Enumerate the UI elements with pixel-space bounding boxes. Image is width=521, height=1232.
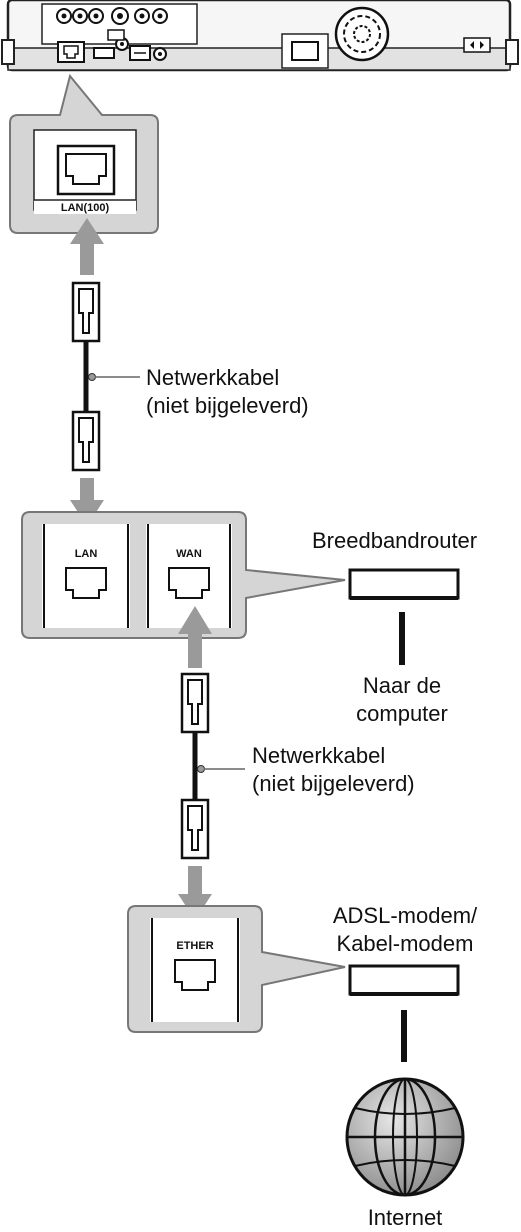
modem-label-line2: Kabel-modem (336, 931, 474, 956)
arrow-up-to-device (70, 218, 104, 275)
cable-bottom-label-line2: (niet bijgeleverd) (252, 771, 415, 796)
av-jacks (56, 7, 168, 61)
router-icon (348, 568, 460, 665)
network-cable-bottom (180, 672, 245, 860)
modem-ether-port-label: ETHER (176, 940, 213, 952)
router-lan-port-label: LAN (75, 548, 98, 560)
usb-port-icon (129, 45, 151, 61)
link-port-icon (463, 37, 491, 53)
to-computer-label-line1: Naar de (362, 673, 442, 698)
cooling-fan-icon (334, 6, 390, 62)
router-ports-callout (21, 511, 346, 639)
cable-top-label-line1: Netwerkkabel (146, 365, 280, 390)
arrow-up-to-wan (178, 606, 212, 668)
cable-bottom-label-line1: Netwerkkabel (252, 743, 386, 768)
internet-globe-icon (345, 1077, 465, 1197)
network-cable-top (71, 281, 140, 472)
to-computer-label-line2: computer (356, 701, 448, 726)
aerial-jack (107, 29, 125, 41)
device-lan-port-label: LAN(100) (61, 202, 110, 214)
internet-label: Internet (367, 1205, 443, 1230)
modem-icon (348, 964, 460, 1062)
router-wan-port-label: WAN (176, 548, 202, 560)
modem-label-line1: ADSL-modem/ (332, 903, 478, 928)
player-rear-panel (1, 0, 519, 72)
router-label: Breedbandrouter (312, 528, 478, 553)
hdmi-port-icon (93, 47, 115, 59)
lan-port-small-icon (57, 41, 85, 63)
modem-port-callout (127, 905, 346, 1033)
device-lan-callout (9, 73, 159, 234)
cable-top-label-line2: (niet bijgeleverd) (146, 393, 309, 418)
power-inlet (281, 33, 329, 69)
